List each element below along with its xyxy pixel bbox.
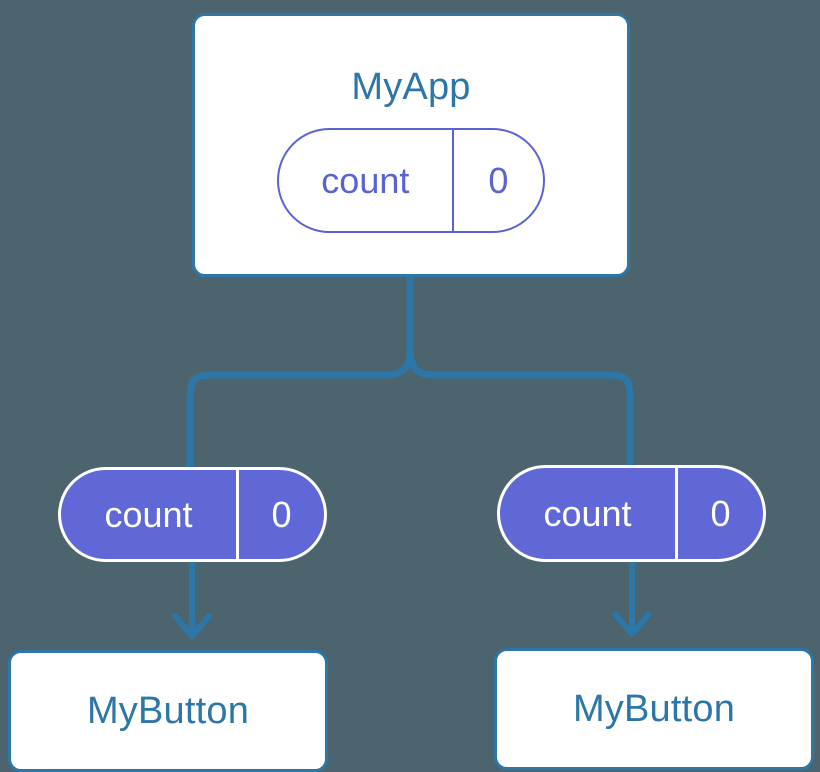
- prop-pill-left-key: count: [61, 470, 239, 559]
- prop-arrow-right-head: [612, 611, 652, 637]
- state-flow-branch-right: [406, 349, 634, 465]
- component-name-mybutton-right: MyButton: [572, 687, 736, 730]
- state-pill-root-value: 0: [488, 159, 509, 201]
- prop-pill-right-value: 0: [710, 492, 731, 534]
- prop-arrow-left-head: [172, 613, 212, 639]
- prop-pill-right-key: count: [500, 468, 678, 559]
- state-pill-root-key: count: [279, 130, 454, 231]
- prop-pill-left-value: 0: [271, 493, 292, 535]
- prop-pill-right[interactable]: count 0: [497, 465, 766, 562]
- prop-pill-left[interactable]: count 0: [58, 467, 327, 562]
- component-name-myapp: MyApp: [351, 66, 471, 108]
- state-pill-root[interactable]: count 0: [277, 128, 545, 233]
- component-name-mybutton-left: MyButton: [86, 689, 250, 732]
- component-card-mybutton-left[interactable]: MyButton: [8, 650, 328, 772]
- component-card-mybutton-right[interactable]: MyButton: [494, 648, 814, 770]
- state-flow-branch-left: [186, 349, 414, 467]
